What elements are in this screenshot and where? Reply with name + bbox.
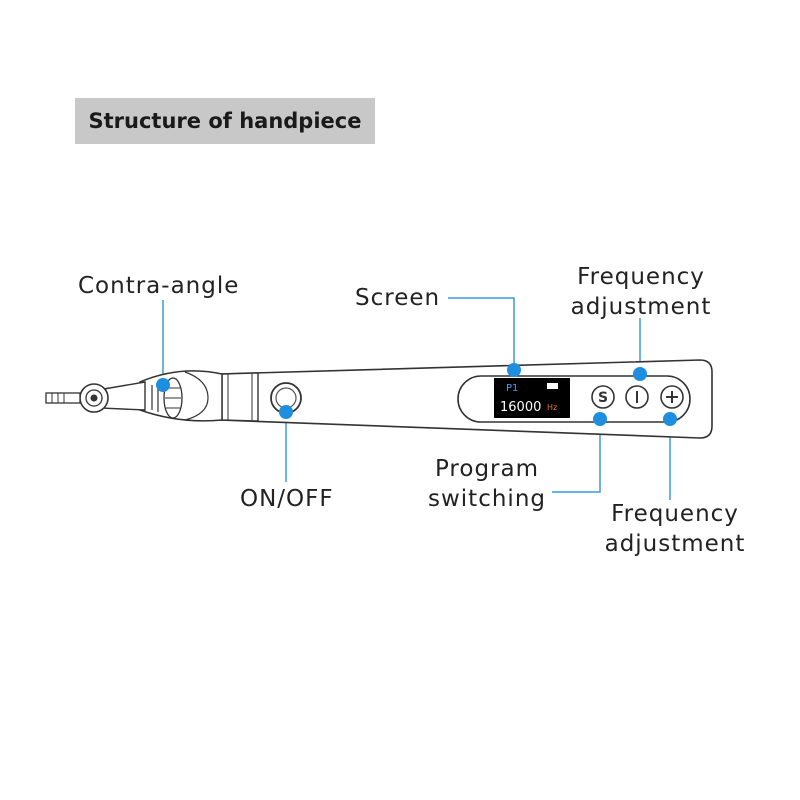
screen-unit: Hz [547,403,557,412]
battery-icon [547,383,558,389]
label-frequency-top: Frequency adjustment [556,262,726,322]
minus-button[interactable] [625,385,649,409]
screen-value: 16000 [500,400,541,415]
markers [156,363,677,426]
label-frequency-top-line1: Frequency [577,264,705,290]
marker-freq-bottom [663,412,677,426]
handpiece: P1 16000 Hz S [45,359,713,439]
marker-freq-top [633,367,647,381]
label-frequency-bottom: Frequency adjustment [590,499,760,559]
marker-program [593,412,607,426]
bur-shank [45,392,81,404]
label-frequency-bottom-line2: adjustment [604,531,746,557]
leader-screen [448,297,515,370]
label-program-switching: Program switching [412,454,562,514]
s-button-label: S [598,390,608,406]
handpiece-collar [221,372,259,422]
label-program-line1: Program [434,456,540,482]
plus-button[interactable] [660,385,684,409]
diagram-title: Structure of handpiece [75,98,375,144]
label-frequency-bottom-line1: Frequency [611,501,739,527]
label-program-line2: switching [428,486,546,512]
marker-contra-angle [156,378,170,392]
screen-program: P1 [506,383,518,394]
label-on-off: ON/OFF [240,486,334,512]
label-frequency-top-line2: adjustment [570,294,712,320]
s-button[interactable]: S [591,385,615,409]
marker-on-off [279,405,293,419]
label-contra-angle: Contra-angle [78,273,240,299]
marker-screen [507,363,521,377]
label-screen: Screen [355,285,441,311]
leader-program [552,420,601,493]
control-panel [457,375,691,423]
